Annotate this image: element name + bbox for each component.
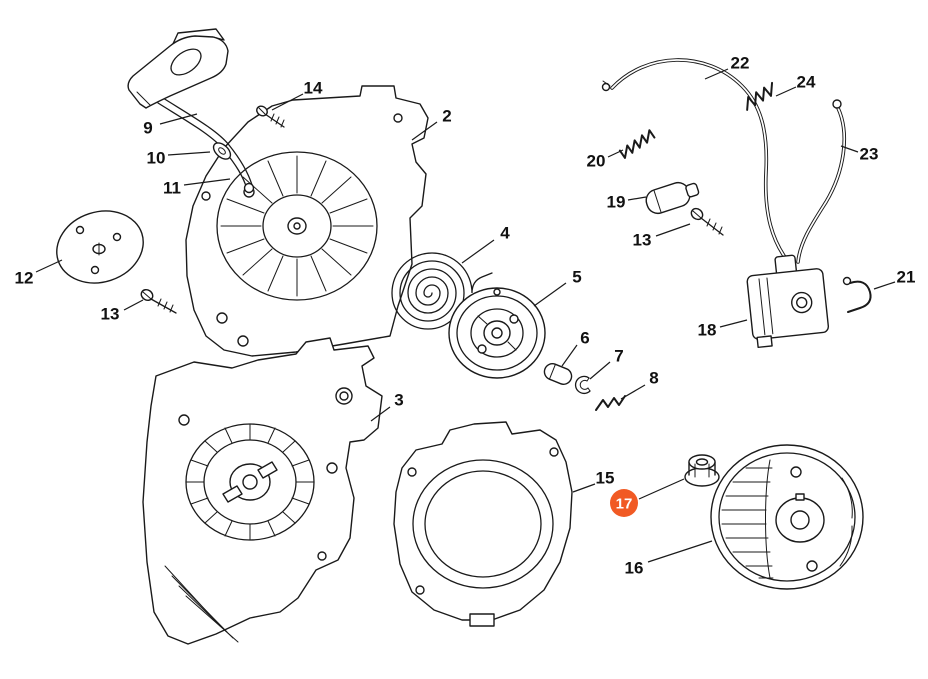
callout-24[interactable]: 24: [797, 73, 816, 92]
callout-3[interactable]: 3: [394, 391, 403, 410]
ignition-wire-22-drawing: [601, 58, 792, 266]
cover-plate-drawing: [56, 210, 144, 284]
wire-ring-terminal: [832, 99, 842, 109]
rope-collar-drawing: [212, 142, 232, 160]
callout-6[interactable]: 6: [580, 329, 589, 348]
highlight-badge[interactable]: [610, 489, 638, 517]
screw-14-drawing: [256, 105, 285, 128]
spring-24-drawing: [746, 81, 774, 111]
callout-5[interactable]: 5: [572, 268, 581, 287]
screw-13-right-drawing: [690, 207, 724, 236]
callout-21[interactable]: 21: [897, 268, 916, 287]
callout-4[interactable]: 4: [500, 224, 510, 243]
pawl-bushing-drawing: [543, 363, 573, 385]
contact-sleeve-drawing: [645, 181, 700, 215]
flywheel-fins: [721, 467, 774, 579]
ignition-module-drawing: [746, 254, 830, 349]
callout-11[interactable]: 11: [163, 179, 181, 198]
cooling-fins: [164, 565, 239, 643]
spring-clip-drawing: [595, 395, 626, 411]
callout-23[interactable]: 23: [860, 145, 879, 164]
fan-grille: [220, 155, 374, 297]
callout-18[interactable]: 18: [698, 321, 717, 340]
screw-13-left-drawing: [140, 289, 177, 314]
callout-14[interactable]: 14: [304, 79, 323, 98]
callout-2[interactable]: 2: [442, 107, 451, 126]
callout-9[interactable]: 9: [143, 119, 152, 138]
hook-clip-drawing: [842, 276, 872, 313]
starter-housing-drawing: [185, 85, 429, 357]
callout-10[interactable]: 10: [147, 149, 166, 168]
callout-13-right[interactable]: 13: [633, 231, 652, 250]
ignition-wire-23-drawing: [796, 99, 847, 264]
flywheel-drawing: [710, 444, 864, 590]
leader-lines: [35, 68, 896, 563]
callout-12[interactable]: 12: [15, 269, 34, 288]
callout-19[interactable]: 19: [607, 193, 626, 212]
callout-13-left[interactable]: 13: [101, 305, 120, 324]
callout-15[interactable]: 15: [596, 469, 615, 488]
spring-20-drawing: [618, 129, 656, 159]
rope-rotor-drawing: [448, 287, 546, 379]
callout-numbers: 9 10 11 14 2 12 13 4 5 6 7 8 3 15 16 22 …: [15, 54, 916, 578]
callout-22[interactable]: 22: [731, 54, 750, 73]
collar-nut-drawing: [684, 454, 720, 487]
callout-20[interactable]: 20: [587, 152, 606, 171]
engine-housing-drawing: [142, 337, 383, 645]
rope-end-fitting: [243, 182, 255, 194]
washer-clip-drawing: [574, 375, 591, 395]
ratchet-teeth: [185, 423, 315, 541]
fan-shroud-drawing: [393, 421, 573, 627]
callout-8[interactable]: 8: [649, 369, 658, 388]
callout-16[interactable]: 16: [625, 559, 644, 578]
callout-17[interactable]: 17: [616, 496, 633, 513]
rewind-spring-drawing: [391, 252, 493, 330]
starter-grip-drawing: [127, 28, 229, 109]
callout-7[interactable]: 7: [614, 347, 623, 366]
selected-callout-17[interactable]: 17: [610, 489, 638, 517]
